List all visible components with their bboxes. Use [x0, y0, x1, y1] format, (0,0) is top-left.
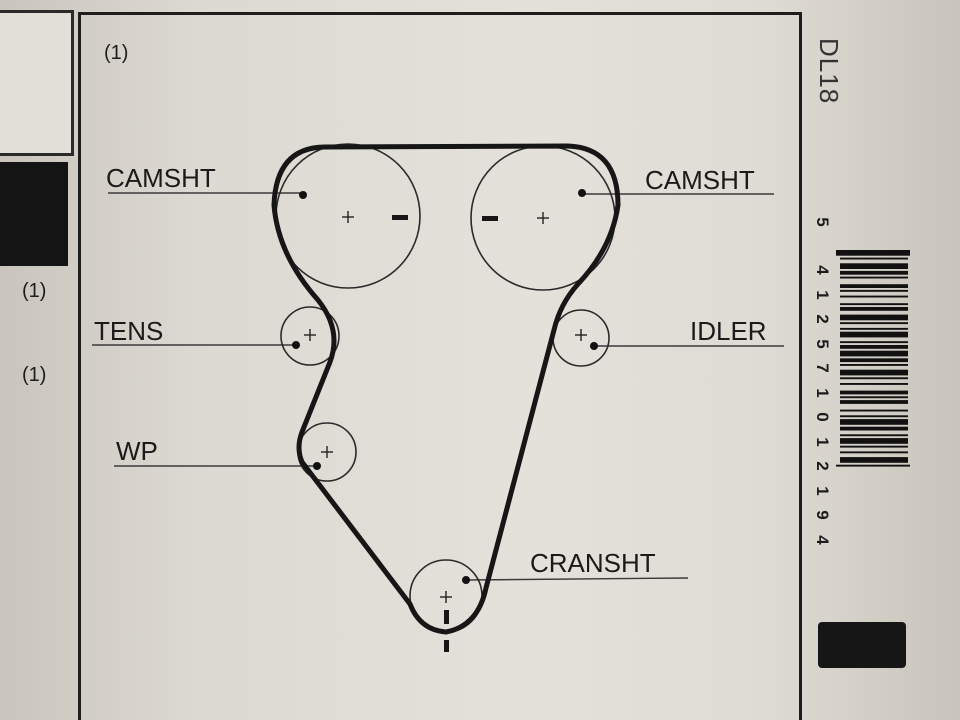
- barcode-digit: 1: [813, 436, 832, 447]
- barcode-digit: 0: [813, 412, 832, 422]
- barcode-digit: 4: [813, 265, 832, 275]
- barcode: [836, 250, 910, 467]
- barcode-digit: 7: [813, 363, 832, 373]
- label-camshaft-left: CAMSHT: [106, 163, 216, 193]
- barcode-digit: 1: [813, 485, 832, 496]
- label-camshaft-right: CAMSHT: [645, 165, 755, 195]
- center-marks: [304, 211, 587, 603]
- barcode-digit: 4: [813, 534, 832, 545]
- crankshaft-timing-mark-2: [444, 640, 449, 652]
- camshaft-right-timing-mark: [482, 216, 498, 221]
- timing-marks: [392, 215, 498, 652]
- barcode-digit: 1: [813, 387, 832, 398]
- barcode-digit: 1: [813, 289, 832, 300]
- leader-dots: [292, 189, 598, 584]
- barcode-digit: 5: [813, 217, 832, 227]
- tensioner-pulley: [280, 306, 340, 366]
- label-idler: IDLER: [690, 316, 767, 346]
- crankshaft-timing-mark-1: [444, 610, 449, 624]
- barcode-digits: 5 4 1 2 5 7 1 0 1 2 1 9 4: [812, 212, 836, 552]
- left-quantity-2: (1): [22, 364, 47, 386]
- left-black-label: [0, 162, 68, 266]
- leader-lines: [92, 192, 784, 581]
- dark-tab: [818, 622, 906, 668]
- section-quantity: (1): [104, 42, 129, 64]
- barcode-digit: 5: [813, 338, 832, 349]
- left-quantity-1: (1): [22, 280, 47, 302]
- camshaft-left-timing-mark: [392, 215, 408, 220]
- label-water-pump: WP: [116, 436, 158, 466]
- diagram-frame: [78, 12, 802, 720]
- left-panel-box: [0, 10, 74, 156]
- barcode-digit: 2: [813, 314, 832, 324]
- barcode-digit: 2: [813, 461, 832, 471]
- timing-belt: [271, 143, 621, 635]
- barcode-digit: 9: [813, 510, 832, 520]
- leader-crankshaft: [465, 577, 689, 581]
- label-tensioner: TENS: [94, 316, 163, 346]
- label-crankshaft: CRANSHT: [530, 548, 656, 578]
